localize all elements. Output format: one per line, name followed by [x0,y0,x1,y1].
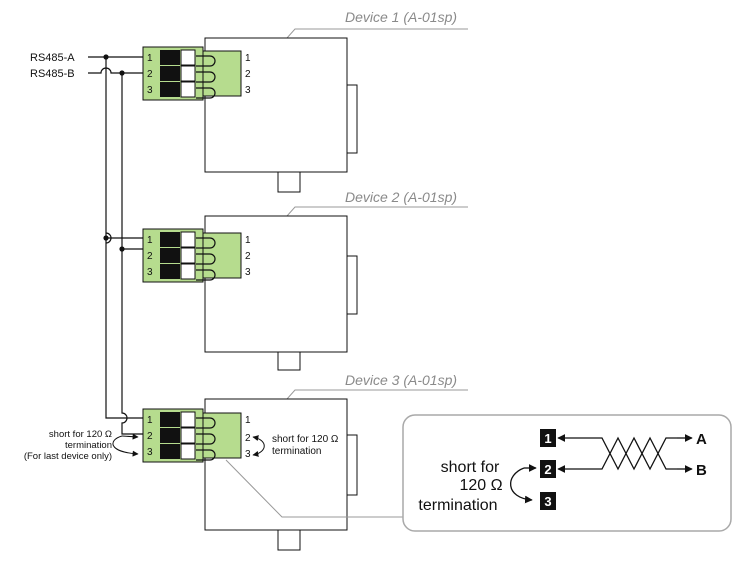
device-1-pin-3: 3 [147,85,153,96]
device-2-side-num-1: 1 [245,235,251,246]
device-2-terminal-block: 1 2 3 [142,228,242,283]
device-2-pin-2: 2 [147,251,153,262]
callout-note-line-3: termination [418,497,497,514]
device-3-side-num-2: 2 [245,433,251,444]
device-1: Device 1 (A-01sp) 1 2 3 1 2 3 [142,9,468,193]
termination-note-right: short for 120 Ω termination [252,434,339,457]
bus-wiring [88,56,143,435]
twisted-pair [557,434,693,473]
device-2-pin-1: 1 [147,235,153,246]
wire-junctions [103,54,125,252]
right-short-arrow [252,435,265,457]
input-label-rs485-a: RS485-A [30,52,75,64]
device-2-side-tab [346,255,358,315]
device-2-side-num-3: 3 [245,267,251,278]
device-1-side-num-1: 1 [245,53,251,64]
device-2-bottom-tab [277,351,301,371]
callout-note-line-1: short for [441,459,500,476]
left-short-arrow [112,435,139,457]
callout-pin-1-box [540,429,556,447]
termination-note-left: short for 120 Ω termination (For last de… [24,429,139,462]
device-1-side-num-3: 3 [245,85,251,96]
device-3-bottom-tab [277,529,301,551]
callout-pin-3: 3 [544,494,551,509]
callout-line-b: B [696,462,707,479]
device-3-side-num-3: 3 [245,449,251,460]
device-3-side-num-1: 1 [245,415,251,426]
device-1-pin-2: 2 [147,69,153,80]
input-label-rs485-b: RS485-B [30,68,75,80]
device-3-title-leader [205,389,468,400]
callout-pin-3-box [540,492,556,510]
callout-line-a: A [696,431,707,448]
svg-text:short for 120 Ω: short for 120 Ω [272,434,339,445]
device-3-title: Device 3 (A-01sp) [345,372,457,388]
device-2-title: Device 2 (A-01sp) [345,189,457,205]
device-1-terminal-block: 1 2 3 [142,46,242,101]
device-2: Device 2 (A-01sp) 1 2 3 1 2 3 [142,189,468,371]
callout-note-line-2: 120 Ω [459,477,502,494]
callout-short-arrow [509,467,533,504]
device-1-title-leader [205,28,468,39]
device-3-pin-2: 2 [147,431,153,442]
device-3-side-tab [346,434,358,496]
svg-text:termination: termination [65,440,112,451]
device-1-pin-1: 1 [147,53,153,64]
device-3: Device 3 (A-01sp) 1 2 3 1 2 3 [142,372,468,551]
svg-text:(For last device only): (For last device only) [24,451,112,462]
device-3-pin-3: 3 [147,447,153,458]
device-1-side-num-2: 2 [245,69,251,80]
svg-text:short for 120 Ω: short for 120 Ω [49,429,112,440]
callout-pin-1: 1 [544,431,551,446]
svg-text:termination: termination [272,446,321,457]
device-3-pin-1: 1 [147,415,153,426]
callout-pin-2-box [540,460,556,478]
device-2-title-leader [205,206,468,217]
device-2-side-num-2: 2 [245,251,251,262]
device-1-side-tab [346,84,358,154]
device-2-pin-3: 3 [147,267,153,278]
callout-leader [225,459,403,518]
device-1-bottom-tab [277,171,301,193]
device-1-title: Device 1 (A-01sp) [345,9,457,25]
device-3-terminal-block: 1 2 3 [142,408,242,463]
callout-pin-2: 2 [544,462,551,477]
callout-box [402,414,732,532]
termination-callout: 1 2 3 A B short for 120 Ω termination [402,414,732,532]
